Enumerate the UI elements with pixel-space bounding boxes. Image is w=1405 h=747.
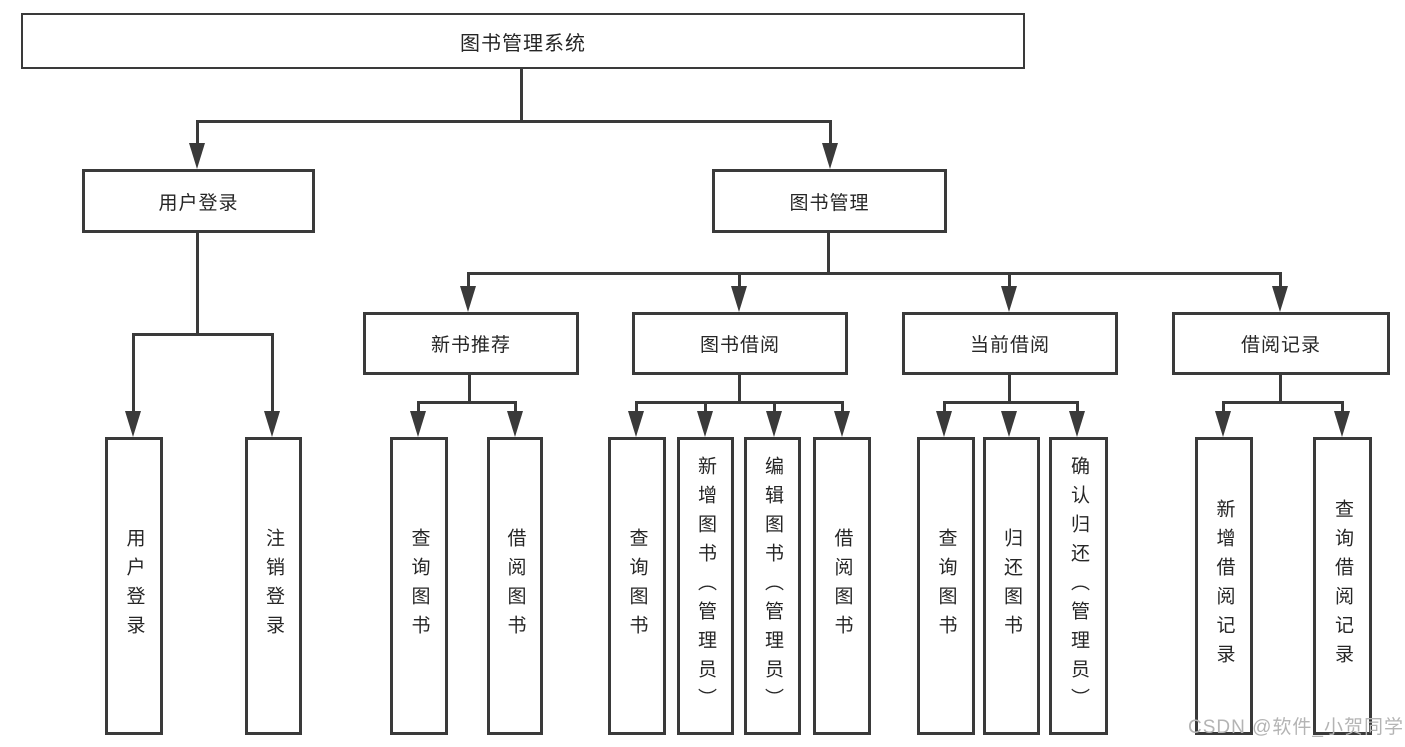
- connector-arrowhead: [936, 411, 952, 437]
- connector-line: [271, 333, 274, 412]
- connector-line: [943, 401, 1079, 404]
- connector-line: [738, 375, 741, 404]
- connector-arrowhead: [507, 411, 523, 437]
- leaf-add-book-admin: 新增图书（管理员）: [677, 437, 734, 735]
- leaf-confirm-return-admin: 确认归还（管理员）: [1049, 437, 1108, 735]
- connector-line: [738, 272, 741, 287]
- connector-arrowhead: [1001, 411, 1017, 437]
- node-root-library-system: 图书管理系统: [21, 13, 1025, 69]
- connector-line: [468, 375, 471, 404]
- connector-arrowhead: [628, 411, 644, 437]
- connector-arrowhead: [1001, 286, 1017, 312]
- leaf-label: 确认归还（管理员）: [1068, 455, 1089, 717]
- leaf-label: 用户登录: [123, 528, 145, 644]
- connector-line: [417, 401, 420, 412]
- leaf-borrow-books-recommend: 借阅图书: [487, 437, 543, 735]
- leaf-label: 查询图书: [935, 528, 957, 644]
- connector-arrowhead: [264, 411, 280, 437]
- leaf-label: 新增图书（管理员）: [695, 455, 716, 717]
- connector-line: [827, 233, 830, 275]
- connector-arrowhead: [697, 411, 713, 437]
- connector-line: [829, 120, 832, 144]
- node-book-borrowing: 图书借阅: [632, 312, 848, 375]
- leaf-return-book: 归还图书: [983, 437, 1040, 735]
- connector-arrowhead: [1215, 411, 1231, 437]
- connector-line: [1222, 401, 1344, 404]
- connector-line: [196, 120, 199, 144]
- node-label: 用户登录: [158, 192, 239, 214]
- leaf-label: 查询图书: [408, 528, 430, 644]
- leaf-label: 借阅图书: [831, 528, 853, 644]
- connector-line: [635, 401, 844, 404]
- connector-line: [1279, 272, 1282, 287]
- leaf-borrow-books-borrowing: 借阅图书: [813, 437, 871, 735]
- connector-line: [635, 401, 638, 412]
- node-label: 图书借阅: [699, 335, 780, 356]
- node-label: 图书管理: [789, 192, 870, 214]
- connector-line: [1279, 375, 1282, 404]
- leaf-label: 新增借阅记录: [1213, 499, 1235, 673]
- leaf-edit-book-admin: 编辑图书（管理员）: [744, 437, 801, 735]
- leaf-query-books-borrowing: 查询图书: [608, 437, 666, 735]
- connector-line: [467, 272, 1282, 275]
- connector-arrowhead: [460, 286, 476, 312]
- connector-arrowhead: [1272, 286, 1288, 312]
- connector-line: [1076, 401, 1079, 412]
- connector-line: [132, 333, 274, 336]
- leaf-label: 编辑图书（管理员）: [762, 455, 783, 717]
- node-borrow-records: 借阅记录: [1172, 312, 1390, 375]
- connector-line: [467, 272, 470, 287]
- connector-line: [417, 401, 517, 404]
- node-book-management: 图书管理: [712, 169, 947, 233]
- node-label: 新书推荐: [430, 335, 511, 356]
- connector-arrowhead: [766, 411, 782, 437]
- connector-line: [1008, 375, 1011, 404]
- leaf-query-borrow-record: 查询借阅记录: [1313, 437, 1372, 735]
- connector-line: [704, 401, 707, 412]
- connector-line: [520, 69, 523, 122]
- connector-line: [1008, 272, 1011, 287]
- connector-arrowhead: [1069, 411, 1085, 437]
- connector-arrowhead: [1334, 411, 1350, 437]
- connector-line: [943, 401, 946, 412]
- connector-line: [132, 333, 135, 412]
- connector-arrowhead: [731, 286, 747, 312]
- leaf-label: 查询图书: [626, 528, 648, 644]
- leaf-user-login: 用户登录: [105, 437, 163, 735]
- leaf-label: 查询借阅记录: [1332, 499, 1353, 673]
- connector-arrowhead: [410, 411, 426, 437]
- connector-line: [514, 401, 517, 412]
- connector-line: [196, 120, 832, 123]
- connector-arrowhead: [822, 143, 838, 169]
- leaf-label: 注销登录: [263, 528, 284, 644]
- leaf-query-books-current: 查询图书: [917, 437, 975, 735]
- leaf-label: 归还图书: [1001, 528, 1022, 644]
- connector-arrowhead: [189, 143, 205, 169]
- leaf-logout: 注销登录: [245, 437, 302, 735]
- connector-line: [1341, 401, 1344, 412]
- node-label: 图书管理系统: [460, 32, 586, 55]
- leaf-add-borrow-record: 新增借阅记录: [1195, 437, 1253, 735]
- connector-line: [841, 401, 844, 412]
- node-user-login: 用户登录: [82, 169, 315, 233]
- connector-line: [773, 401, 776, 412]
- node-label: 当前借阅: [969, 335, 1050, 356]
- node-current-borrowing: 当前借阅: [902, 312, 1118, 375]
- leaf-query-books-recommend: 查询图书: [390, 437, 448, 735]
- connector-arrowhead: [125, 411, 141, 437]
- connector-line: [1222, 401, 1225, 412]
- node-label: 借阅记录: [1240, 335, 1321, 356]
- leaf-label: 借阅图书: [504, 528, 526, 644]
- node-new-book-recommend: 新书推荐: [363, 312, 579, 375]
- csdn-watermark: CSDN @软件_小贺同学: [1188, 717, 1404, 738]
- connector-line: [196, 233, 199, 336]
- connector-arrowhead: [834, 411, 850, 437]
